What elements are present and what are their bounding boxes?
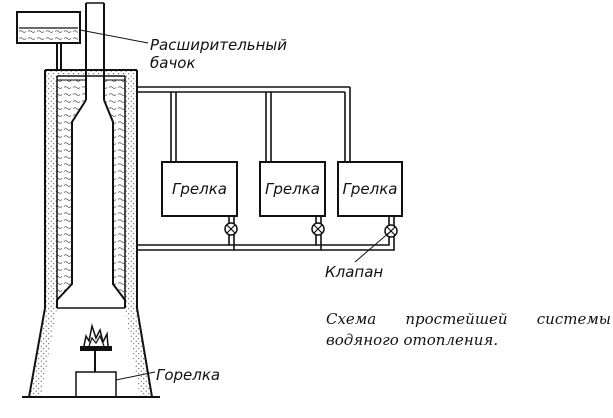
fire-tube [56, 2, 126, 309]
valve-label: Клапан [325, 263, 383, 281]
burner [22, 323, 160, 398]
heater-3 [337, 161, 403, 217]
tank-label-line2: бачок [150, 54, 196, 72]
caption-word-1: Схема [326, 310, 377, 328]
heater-1 [161, 161, 238, 217]
tank-label-line1: Расширительный [150, 36, 287, 54]
caption-line-1: Схема простейшей системы [326, 309, 611, 330]
heater-3-label: Грелка [343, 180, 398, 198]
leader-lines [79, 29, 392, 381]
heater-1-label: Грелка [172, 180, 227, 198]
valve-2 [311, 222, 325, 236]
heater-2 [259, 161, 326, 217]
burner-label: Горелка [156, 366, 220, 384]
return-pipes [137, 216, 395, 251]
expansion-tank [16, 11, 81, 70]
heater-2-label: Грелка [265, 180, 320, 198]
water-jacket [57, 79, 125, 300]
caption-line-2: водяного отопления. [326, 331, 499, 349]
caption-word-3: системы [536, 310, 611, 328]
valve-1 [224, 222, 238, 236]
diagram-caption: Схема простейшей системы водяного отопле… [326, 309, 611, 351]
caption-word-2: простейшей [405, 310, 508, 328]
supply-pipes [137, 86, 351, 162]
